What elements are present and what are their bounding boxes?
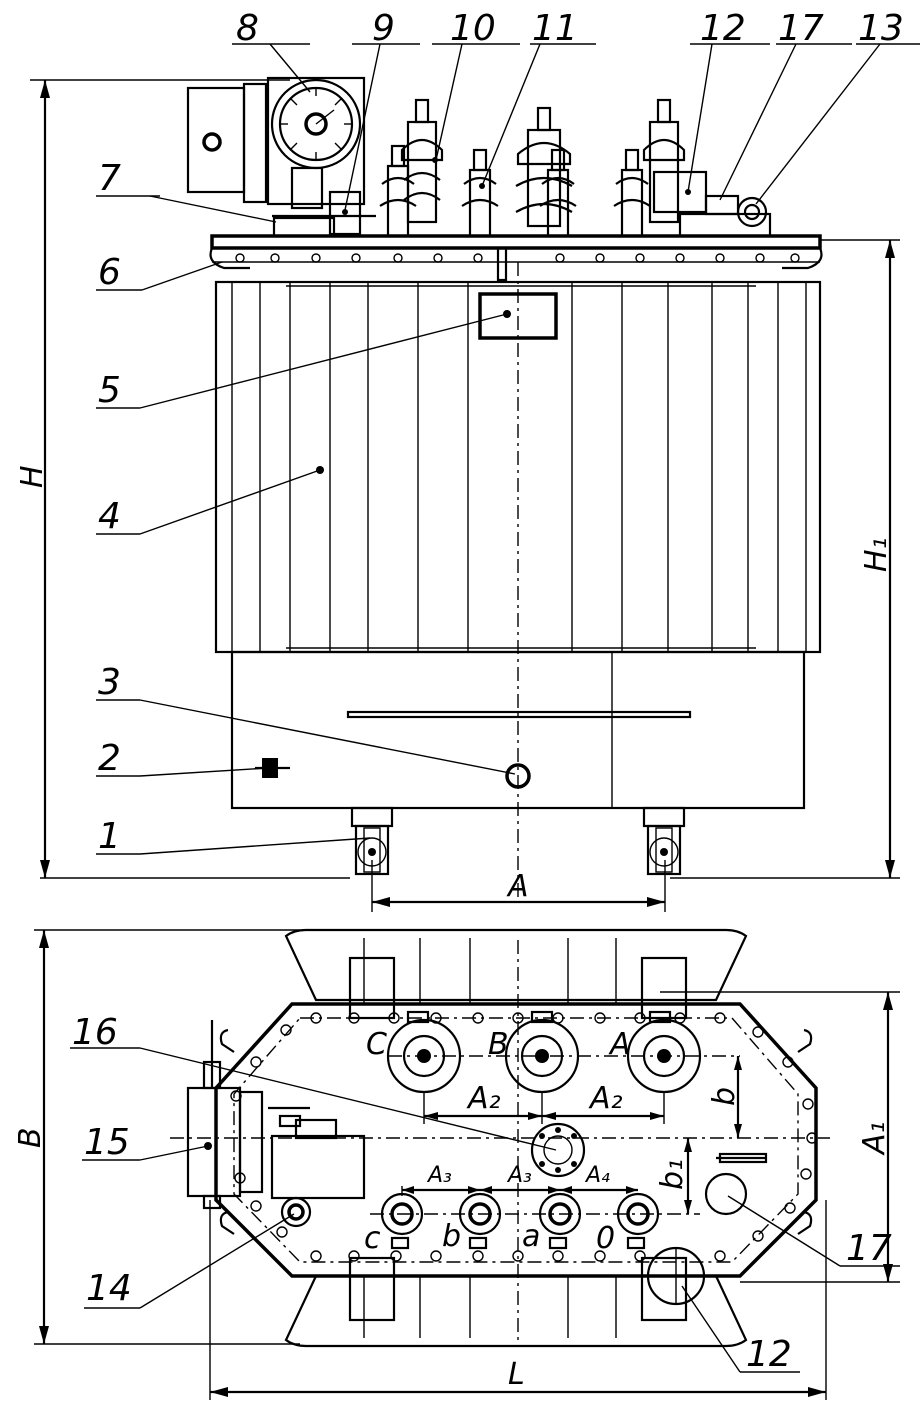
- terminal-label-C: C: [366, 1027, 387, 1062]
- lv-bushings: [379, 144, 651, 238]
- dim-A2-right: A₂: [588, 1081, 623, 1116]
- hv-terminal-C: [386, 1010, 462, 1094]
- hv-terminal-B: [504, 1010, 580, 1094]
- dim-b: b: [707, 1087, 742, 1106]
- callout-7: 7: [98, 158, 121, 199]
- callout-17-bottom: 17: [846, 1228, 892, 1269]
- terminal-label-a: a: [522, 1219, 540, 1254]
- callout-1: 1: [98, 816, 121, 857]
- callout-13: 13: [858, 8, 904, 49]
- hv-terminal-A: [626, 1010, 702, 1094]
- dim-A: A: [506, 869, 529, 904]
- callout-15: 15: [84, 1122, 130, 1163]
- dim-A3-right: A₃: [506, 1163, 532, 1188]
- terminal-label-0: 0: [596, 1221, 615, 1256]
- callout-3: 3: [98, 662, 121, 703]
- wheel-left: [350, 806, 394, 876]
- wheel-right: [642, 806, 686, 876]
- dim-b1: b₁: [655, 1159, 690, 1190]
- callout-12-bottom: 12: [746, 1334, 792, 1375]
- lv-terminal-c: [380, 1192, 424, 1250]
- dim-A3-left: A₃: [426, 1163, 452, 1188]
- callout-9: 9: [372, 8, 395, 49]
- dim-A2-left: A₂: [466, 1081, 501, 1116]
- dim-A1: A₁: [857, 1121, 892, 1156]
- callout-8: 8: [236, 8, 259, 49]
- hv-bushing-right: [642, 98, 686, 224]
- terminal-label-c: c: [364, 1221, 381, 1256]
- lv-terminal-a: [538, 1192, 582, 1250]
- callout-10: 10: [450, 8, 496, 49]
- front-callouts: 8 9 10 11 12 17 13 7 6 5 4 3: [15, 8, 920, 904]
- callout-14: 14: [86, 1268, 132, 1309]
- top-view: [34, 928, 900, 1400]
- front-view: [30, 76, 900, 912]
- lv-terminal-b: [458, 1192, 502, 1250]
- dim-B: B: [13, 1127, 48, 1148]
- callout-17-top: 17: [778, 8, 824, 49]
- callout-12-top: 12: [700, 8, 746, 49]
- dim-A4: A₄: [584, 1163, 610, 1188]
- callout-16: 16: [72, 1012, 118, 1053]
- callout-6: 6: [98, 252, 121, 293]
- callout-11: 11: [532, 8, 578, 49]
- terminal-label-A: A: [608, 1027, 631, 1062]
- callout-5: 5: [98, 370, 121, 411]
- dim-H: H: [15, 465, 50, 488]
- dim-L: L: [508, 1357, 525, 1392]
- top-callouts: 16 15 14 17 12 B A₁ L A₂ A₂ b b₁ A₃ A₃ A…: [13, 1012, 900, 1392]
- callout-2: 2: [98, 738, 121, 779]
- terminal-label-b: b: [442, 1219, 461, 1254]
- terminal-label-B: B: [488, 1027, 509, 1062]
- callout-4: 4: [98, 496, 121, 537]
- lv-terminal-0: [616, 1192, 660, 1250]
- dim-H1: H₁: [859, 537, 894, 572]
